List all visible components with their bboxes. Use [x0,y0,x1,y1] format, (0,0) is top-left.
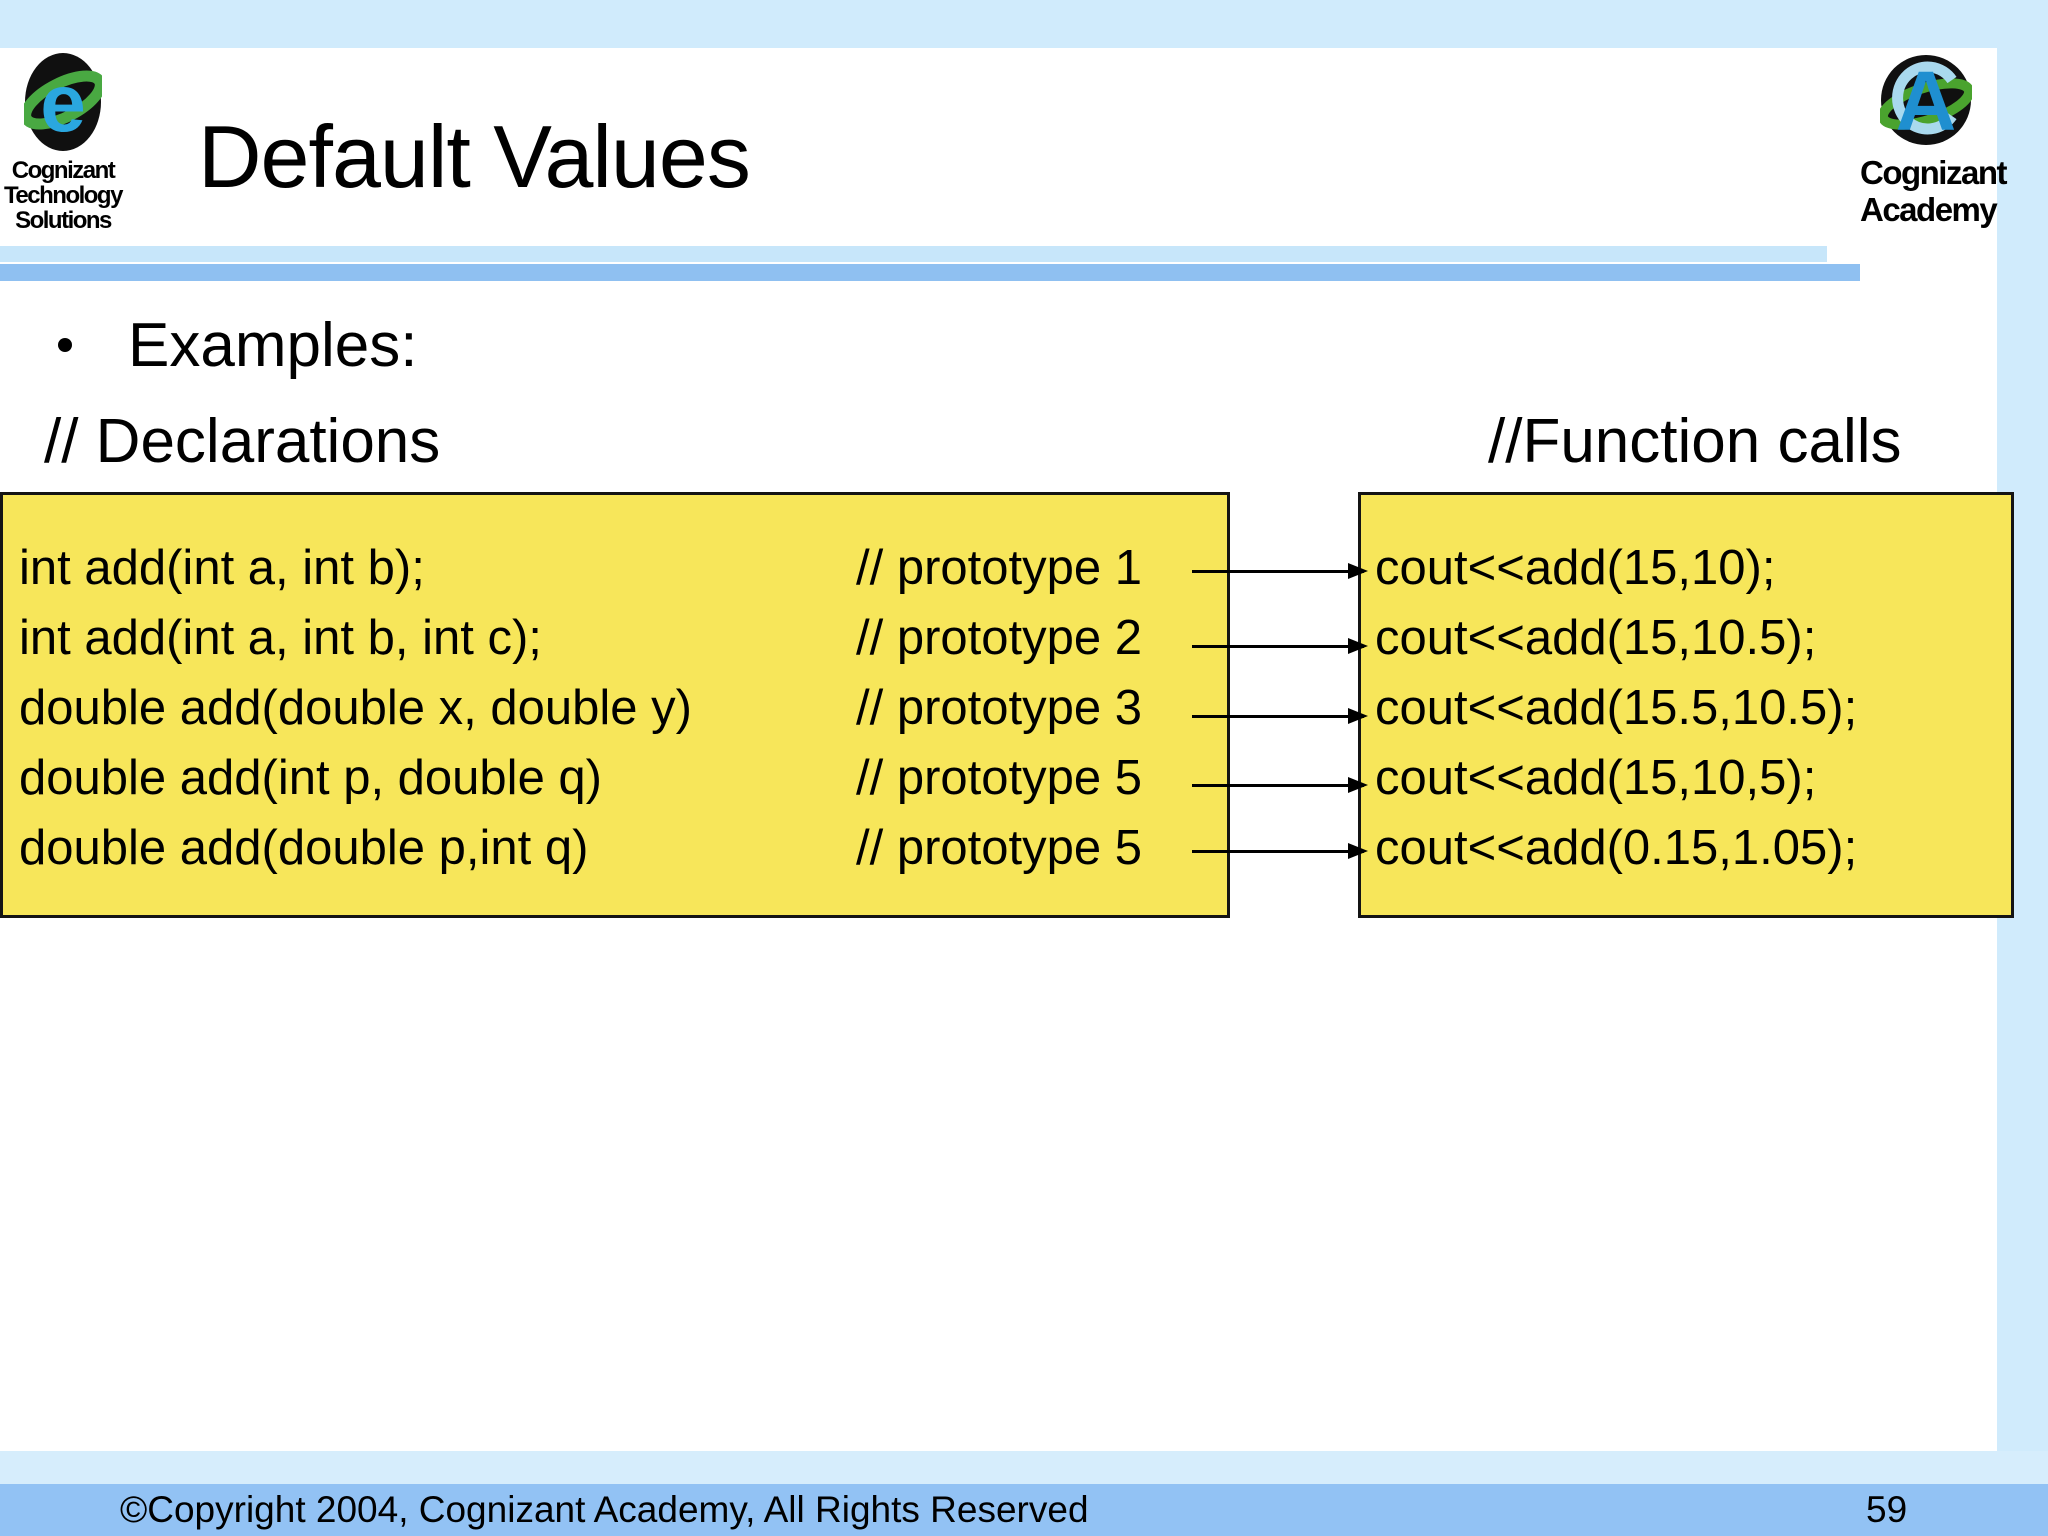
footer-light-strip [0,1451,2048,1484]
function-call-row: cout<<add(0.15,1.05); [1375,821,1858,875]
declaration-comment: // prototype 1 [856,541,1143,595]
cognizant-globe-icon: e [24,53,102,151]
logo-right-label: Cognizant Academy [1860,154,2007,228]
arrow-connector-icon [1192,638,1368,654]
declarations-header: // Declarations [44,407,441,476]
function-calls-header: //Function calls [1488,407,1902,476]
declaration-row: double add(double x, double y) // protot… [19,673,1227,743]
declaration-code: int add(int a, int b, int c); [19,611,542,665]
function-call-row: cout<<add(15,10); [1375,541,1776,595]
svg-text:e: e [40,58,86,149]
declaration-comment: // prototype 5 [856,751,1143,805]
arrow-connector-icon [1192,777,1368,793]
declaration-row: double add(double p,int q) // prototype … [19,813,1227,883]
declaration-code: int add(int a, int b); [19,541,425,595]
bullet-dot [58,338,72,352]
declaration-code: double add(double x, double y) [19,681,692,735]
logo-left-label: Cognizant Technology Solutions [2,158,124,233]
top-border-strip [0,0,2048,48]
cognizant-technology-solutions-logo: e Cognizant Technology Solutions [2,52,124,233]
footer-copyright: ©Copyright 2004, Cognizant Academy, All … [120,1489,1089,1530]
declaration-comment: // prototype 3 [856,681,1143,735]
logo-left-line: Cognizant [11,157,116,184]
page-number: 59 [1866,1489,1908,1530]
declaration-row: int add(int a, int b, int c); // prototy… [19,603,1227,673]
declaration-comment: // prototype 2 [856,611,1143,665]
arrow-connector-icon [1192,563,1368,579]
arrow-connector-icon [1192,708,1368,724]
svg-text:A: A [1896,54,1957,146]
cognizant-academy-icon: A [1880,54,1972,146]
arrow-connector-icon [1192,843,1368,859]
function-call-row: cout<<add(15.5,10.5); [1375,681,1858,735]
declaration-comment: // prototype 5 [856,821,1143,875]
function-calls-box: cout<<add(15,10); cout<<add(15,10.5); co… [1358,492,2014,918]
function-call-row: cout<<add(15,10.5); [1375,611,1817,665]
logo-left-line: Solutions [15,207,112,234]
bullet-examples: Examples: [128,311,418,380]
cognizant-academy-logo: A Cognizant Academy [1860,54,2007,228]
footer-bar [0,1484,2048,1536]
page-title: Default Values [198,107,751,206]
declaration-row: int add(int a, int b); // prototype 1 [19,533,1227,603]
declaration-code: double add(double p,int q) [19,821,589,875]
declaration-row: double add(int p, double q) // prototype… [19,743,1227,813]
declaration-code: double add(int p, double q) [19,751,602,805]
header-divider-dark [0,264,1860,281]
header-divider-light [0,246,1827,262]
function-call-row: cout<<add(15,10,5); [1375,751,1817,805]
logo-left-line: Technology [4,182,123,209]
logo-right-line: Academy [1860,191,1998,228]
logo-right-line: Cognizant [1860,154,2007,191]
declarations-box: int add(int a, int b); // prototype 1 in… [0,492,1230,918]
